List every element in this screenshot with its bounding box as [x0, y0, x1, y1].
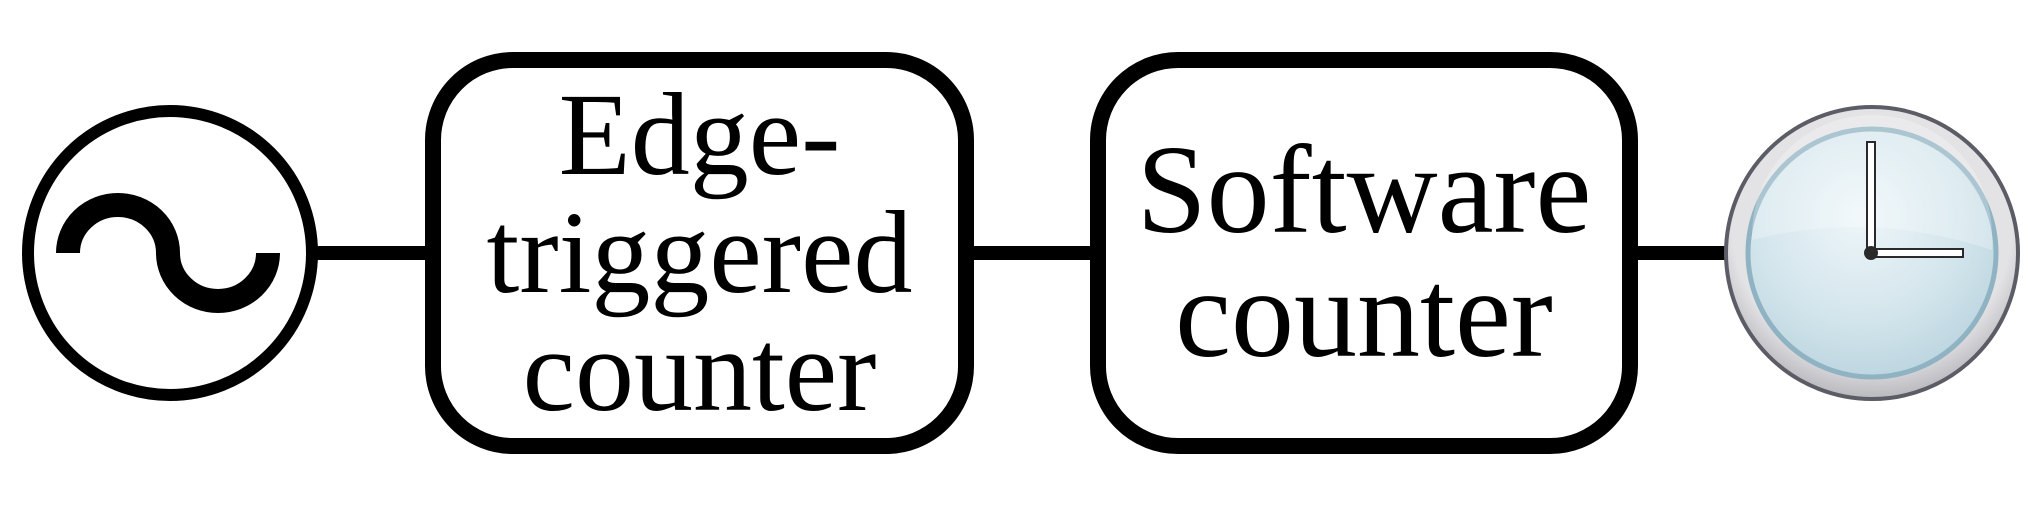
clock-minute-hand: [1870, 248, 1964, 258]
edge-counter-label-line-1: Edge-: [558, 69, 841, 200]
clock-center-pin: [1864, 246, 1878, 260]
signal-source-symbol: [22, 105, 318, 401]
software-counter-label-line-1: Software: [1136, 121, 1592, 260]
sine-wave-icon: [56, 193, 280, 313]
clock-hour-hand: [1866, 141, 1876, 255]
edge-counter-label-line-3: counter: [522, 305, 877, 436]
software-counter-block: Software counter: [1090, 52, 1638, 454]
clock-icon: [1724, 105, 2020, 401]
edge-counter-label-line-2: triggered: [486, 187, 913, 318]
software-counter-label-line-2: counter: [1175, 245, 1553, 384]
edge-triggered-counter-block: Edge- triggered counter: [425, 52, 974, 454]
